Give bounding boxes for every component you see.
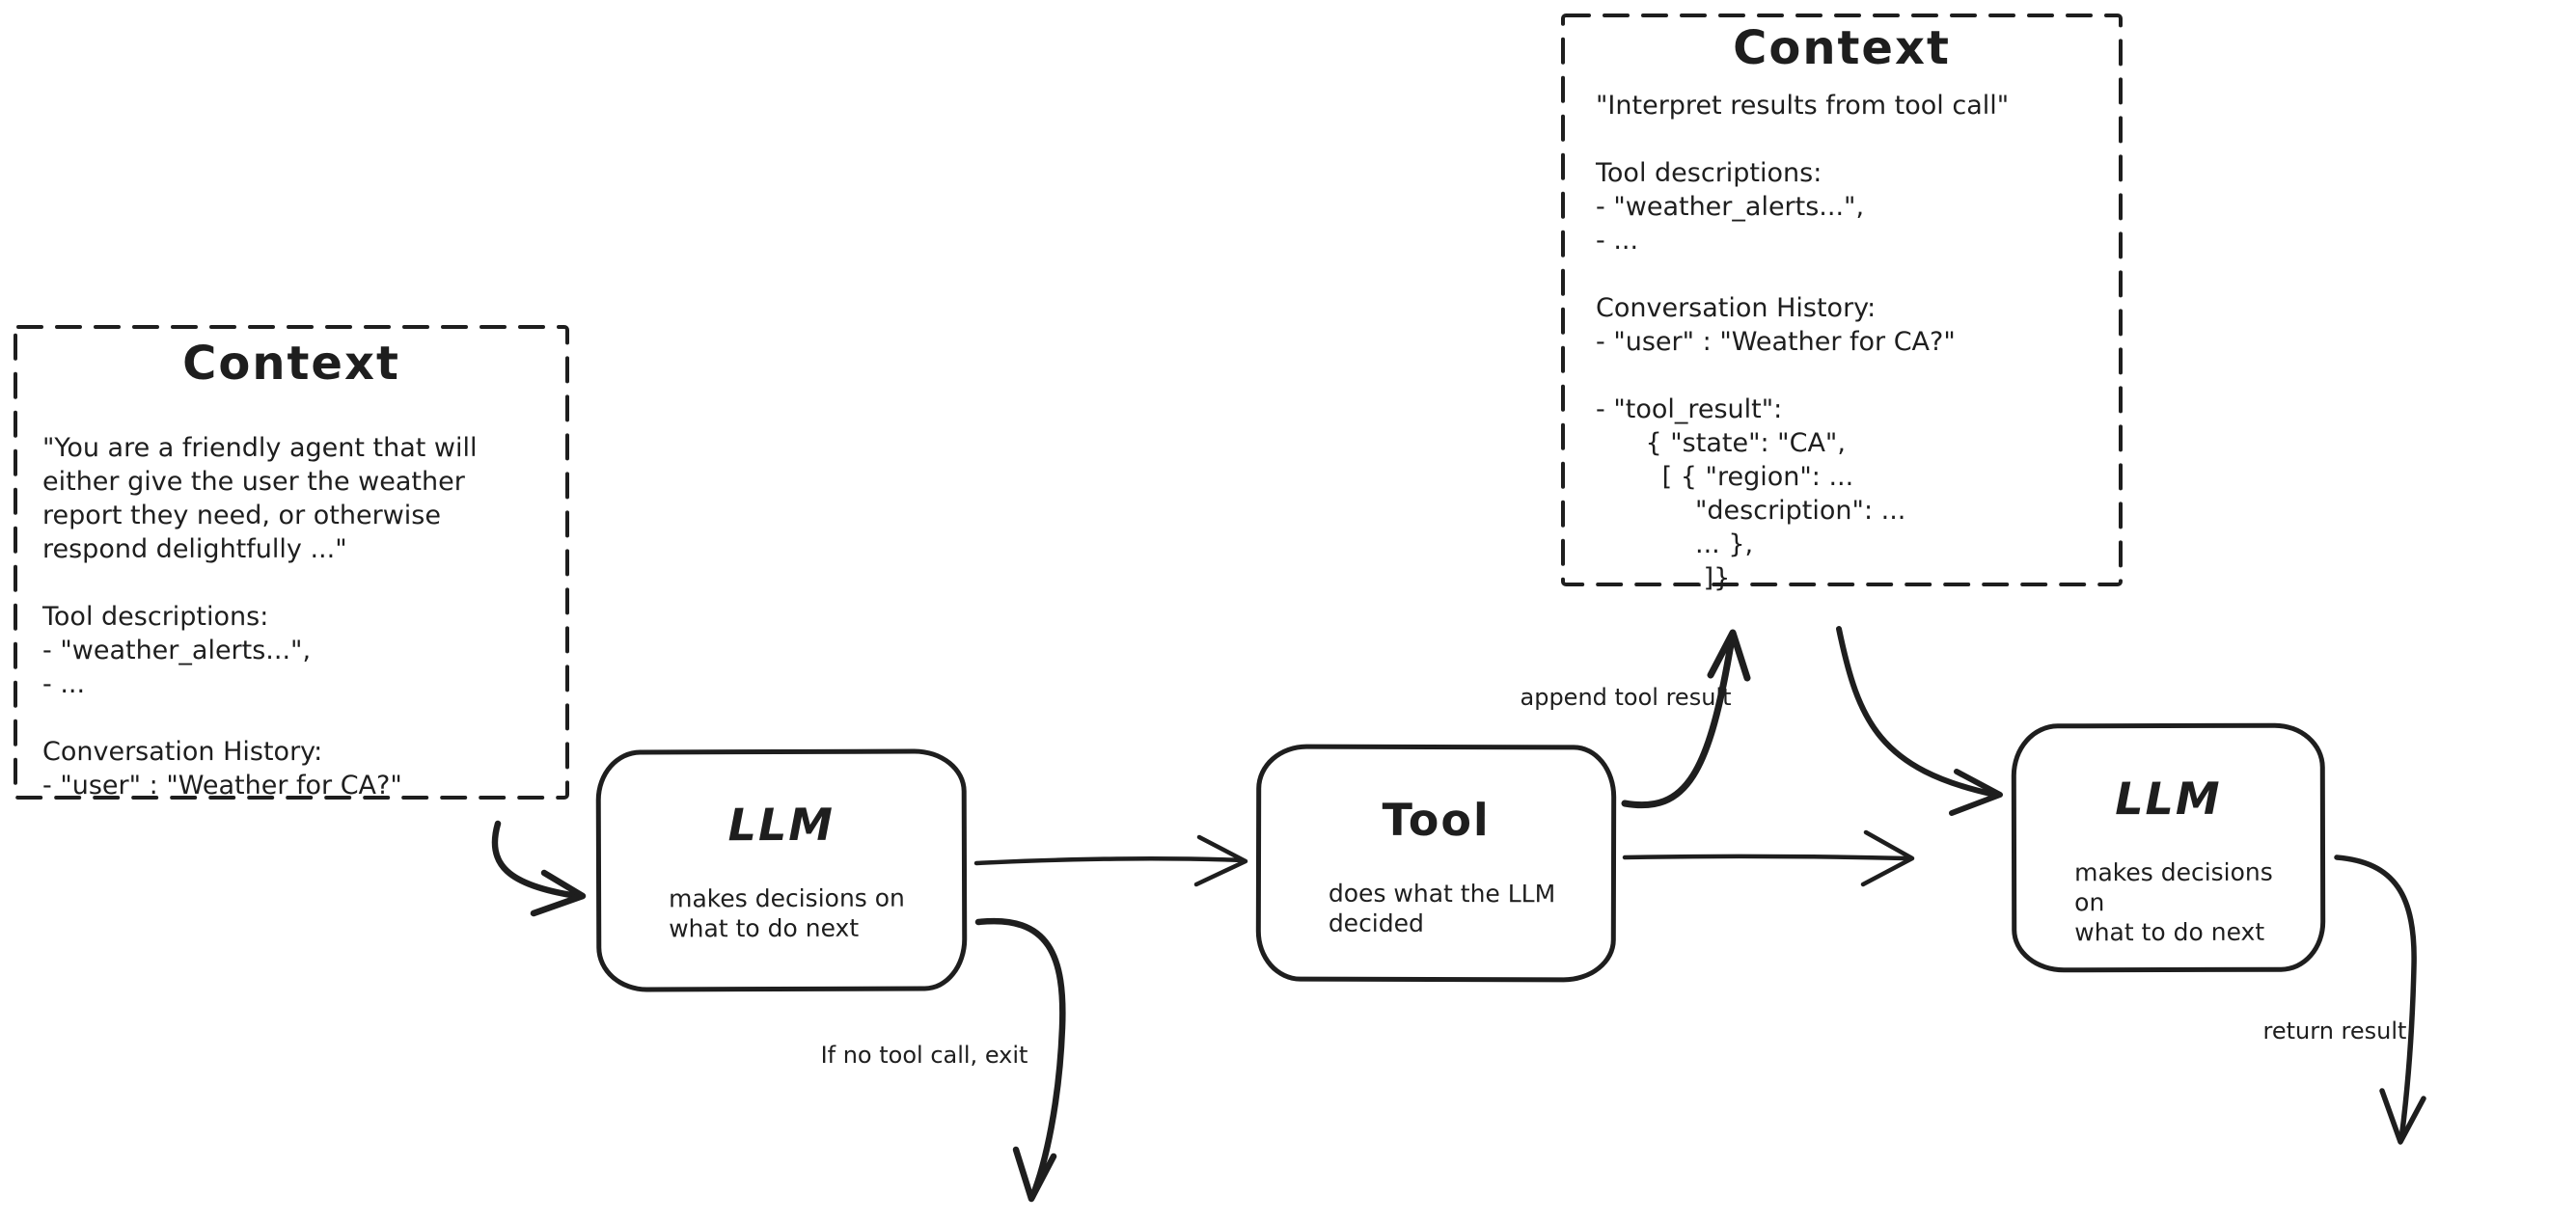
context-line: - ... bbox=[1596, 226, 1639, 256]
node-desc-line: what to do next bbox=[2074, 917, 2265, 947]
node-llm-1-desc: makes decisions on what to do next bbox=[601, 882, 962, 943]
arrow-tool-to-llm2 bbox=[1622, 829, 1915, 887]
arrow-line bbox=[973, 856, 1246, 866]
node-tool-title: Tool bbox=[1382, 793, 1491, 847]
context-left-body: "You are a friendly agent that will eith… bbox=[14, 431, 569, 802]
context-top-dashed-border bbox=[1561, 14, 2123, 586]
arrow-context-left-to-llm bbox=[491, 820, 587, 917]
context-line: - "user" : "Weather for CA?" bbox=[42, 771, 402, 800]
context-line bbox=[1596, 359, 2113, 393]
context-line bbox=[1596, 122, 2113, 156]
context-line: respond delightfully ..." bbox=[42, 534, 347, 564]
context-line: Tool descriptions: bbox=[42, 602, 269, 632]
node-desc-line: does what the LLM bbox=[1328, 879, 1556, 909]
node-llm-2-desc: makes decisions on what to do next bbox=[2016, 857, 2320, 948]
node-desc-line: decided bbox=[1328, 909, 1424, 937]
node-llm-1-title: LLM bbox=[727, 798, 836, 852]
arrow-head bbox=[1193, 834, 1248, 887]
node-llm-2: LLM makes decisions on what to do next bbox=[2011, 722, 2326, 973]
edge-label-return-result: return result bbox=[2262, 1018, 2407, 1045]
context-top-body: "Interpret results from tool call" Tool … bbox=[1561, 89, 2123, 595]
node-tool-desc: does what the LLM decided bbox=[1261, 879, 1611, 939]
context-top-box: Context "Interpret results from tool cal… bbox=[1561, 14, 2123, 593]
node-desc-line: what to do next bbox=[669, 913, 860, 943]
arrow-head bbox=[530, 869, 587, 917]
context-line bbox=[42, 701, 560, 735]
arrow-line bbox=[491, 820, 581, 900]
arrow-head bbox=[1012, 1146, 1057, 1203]
arrow-context-top-to-llm2 bbox=[1836, 626, 2003, 816]
arrow-line bbox=[2334, 855, 2417, 1142]
arrow-line bbox=[1622, 854, 1909, 861]
context-line: "description": ... bbox=[1596, 496, 1906, 526]
arrow-head bbox=[1949, 769, 2003, 816]
arrow-llm-to-tool bbox=[973, 834, 1248, 887]
context-line: - ... bbox=[42, 669, 86, 699]
node-desc-line: makes decisions on bbox=[669, 883, 905, 913]
context-line: Conversation History: bbox=[42, 737, 323, 767]
context-line: Tool descriptions: bbox=[1596, 158, 1822, 188]
context-line: Conversation History: bbox=[1596, 293, 1877, 323]
context-line: ...]} bbox=[1596, 563, 1731, 593]
arrow-head bbox=[1707, 629, 1751, 682]
context-line: - "weather_alerts...", bbox=[42, 636, 312, 665]
context-line: - "weather_alerts...", bbox=[1596, 192, 1865, 222]
arrow-tool-to-context-top bbox=[1621, 629, 1751, 809]
context-left-box: Context "You are a friendly agent that w… bbox=[14, 325, 569, 800]
edge-label-if-no-tool-call-exit: If no tool call, exit bbox=[820, 1042, 1028, 1069]
node-llm-1: LLM makes decisions on what to do next bbox=[595, 748, 968, 992]
node-llm-2-title: LLM bbox=[2115, 772, 2222, 826]
context-left-title: Context bbox=[182, 337, 400, 391]
node-tool: Tool does what the LLM decided bbox=[1255, 744, 1617, 983]
context-line: - "user" : "Weather for CA?" bbox=[1596, 327, 1956, 357]
context-line: "Interpret results from tool call" bbox=[1596, 91, 2010, 121]
arrow-llm2-return bbox=[2334, 855, 2426, 1145]
context-left-dashed-border bbox=[14, 325, 569, 800]
arrow-line bbox=[1836, 626, 1998, 798]
context-line: { "state": "CA", bbox=[1596, 428, 1846, 458]
context-line: report they need, or otherwise bbox=[42, 501, 441, 530]
context-line: either give the user the weather bbox=[42, 467, 465, 497]
context-line: [ { "region": ... bbox=[1596, 462, 1854, 492]
arrow-head bbox=[1860, 829, 1915, 887]
context-top-title: Context bbox=[1733, 21, 1951, 75]
edge-label-append-tool-result: append tool result bbox=[1520, 684, 1732, 711]
context-line: "You are a friendly agent that will bbox=[42, 433, 478, 463]
arrow-head bbox=[2379, 1088, 2426, 1145]
context-line bbox=[42, 566, 560, 600]
node-desc-line: makes decisions on bbox=[2074, 857, 2273, 917]
arrow-line bbox=[974, 917, 1066, 1201]
arrow-line bbox=[1621, 635, 1736, 809]
arrow-llm-exit bbox=[974, 917, 1066, 1203]
context-line: - "tool_result": bbox=[1596, 394, 1783, 424]
context-line bbox=[1596, 258, 2113, 291]
context-line: ... }, bbox=[1596, 529, 1754, 559]
